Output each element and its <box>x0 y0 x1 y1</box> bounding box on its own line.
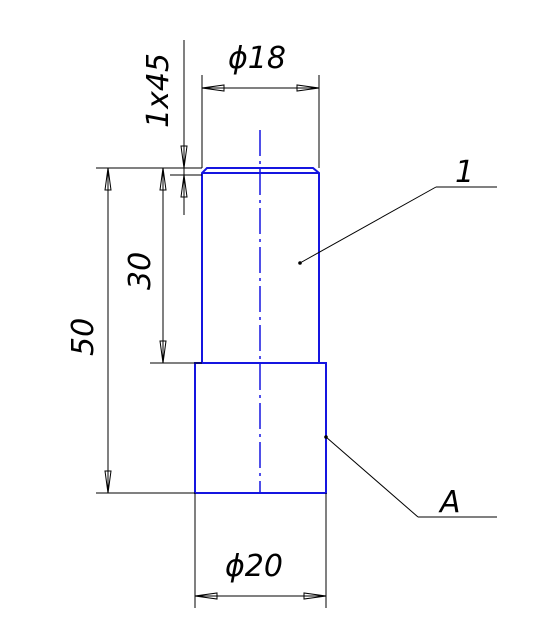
total-length-label: 50 <box>66 318 101 356</box>
view-a-callout: A <box>324 435 497 520</box>
total-length-dimension: 50 <box>66 167 202 494</box>
bottom-diameter-dimension: ϕ20 <box>194 493 327 608</box>
bottom-diameter-label: ϕ20 <box>225 549 283 584</box>
chamfer-dimension: 1x45 <box>141 40 202 215</box>
chamfer-label: 1x45 <box>141 53 176 128</box>
top-diameter-dimension: ϕ18 <box>201 41 320 168</box>
part-number-label: 1 <box>455 155 474 190</box>
upper-cylinder-outline <box>201 167 320 363</box>
upper-length-dimension: 30 <box>123 167 202 364</box>
part-contour <box>194 130 327 494</box>
view-a-label: A <box>438 485 461 520</box>
part-number-callout: 1 <box>298 155 497 265</box>
upper-length-label: 30 <box>123 252 158 290</box>
top-diameter-label: ϕ18 <box>228 41 286 76</box>
